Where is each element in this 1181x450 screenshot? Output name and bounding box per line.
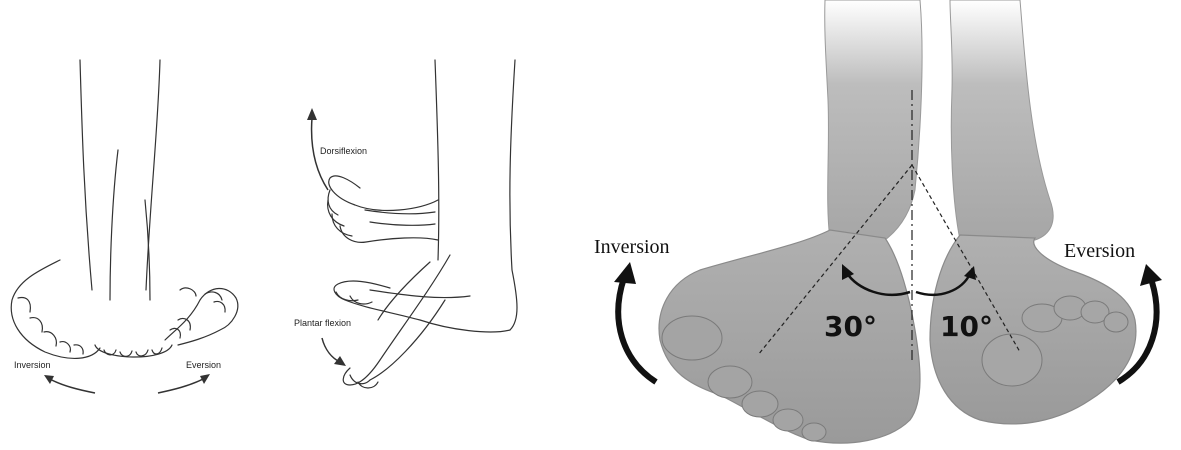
- inversion-eversion-illustration: Inversion Eversion 30° 10°: [580, 0, 1181, 450]
- eversion-arrow: [158, 374, 210, 393]
- inversion-label: Inversion: [594, 236, 670, 259]
- dorsiflexion-label: Dorsiflexion: [320, 146, 367, 156]
- frontal-feet-sketch: Inversion Eversion: [0, 0, 250, 450]
- left-leg: [825, 0, 922, 240]
- shaded-feet-drawing: [580, 0, 1181, 450]
- inversion-arrow: [614, 262, 656, 382]
- inversion-arrow: [44, 375, 95, 393]
- right-leg: [950, 0, 1053, 240]
- eversion-angle-value: 10°: [940, 310, 993, 343]
- lateral-foot-drawing: [270, 0, 570, 450]
- inversion-label-sketch: Inversion: [14, 360, 51, 370]
- inversion-angle-value: 30°: [824, 310, 877, 343]
- plantar-flexion-label: Plantar flexion: [294, 318, 351, 328]
- eversion-label: Eversion: [1064, 240, 1135, 263]
- lateral-foot-sketch: Dorsiflexion Plantar flexion: [270, 0, 570, 450]
- eversion-label-sketch: Eversion: [186, 360, 221, 370]
- frontal-feet-drawing: [0, 0, 250, 450]
- plantar-flexion-arrow: [322, 338, 346, 366]
